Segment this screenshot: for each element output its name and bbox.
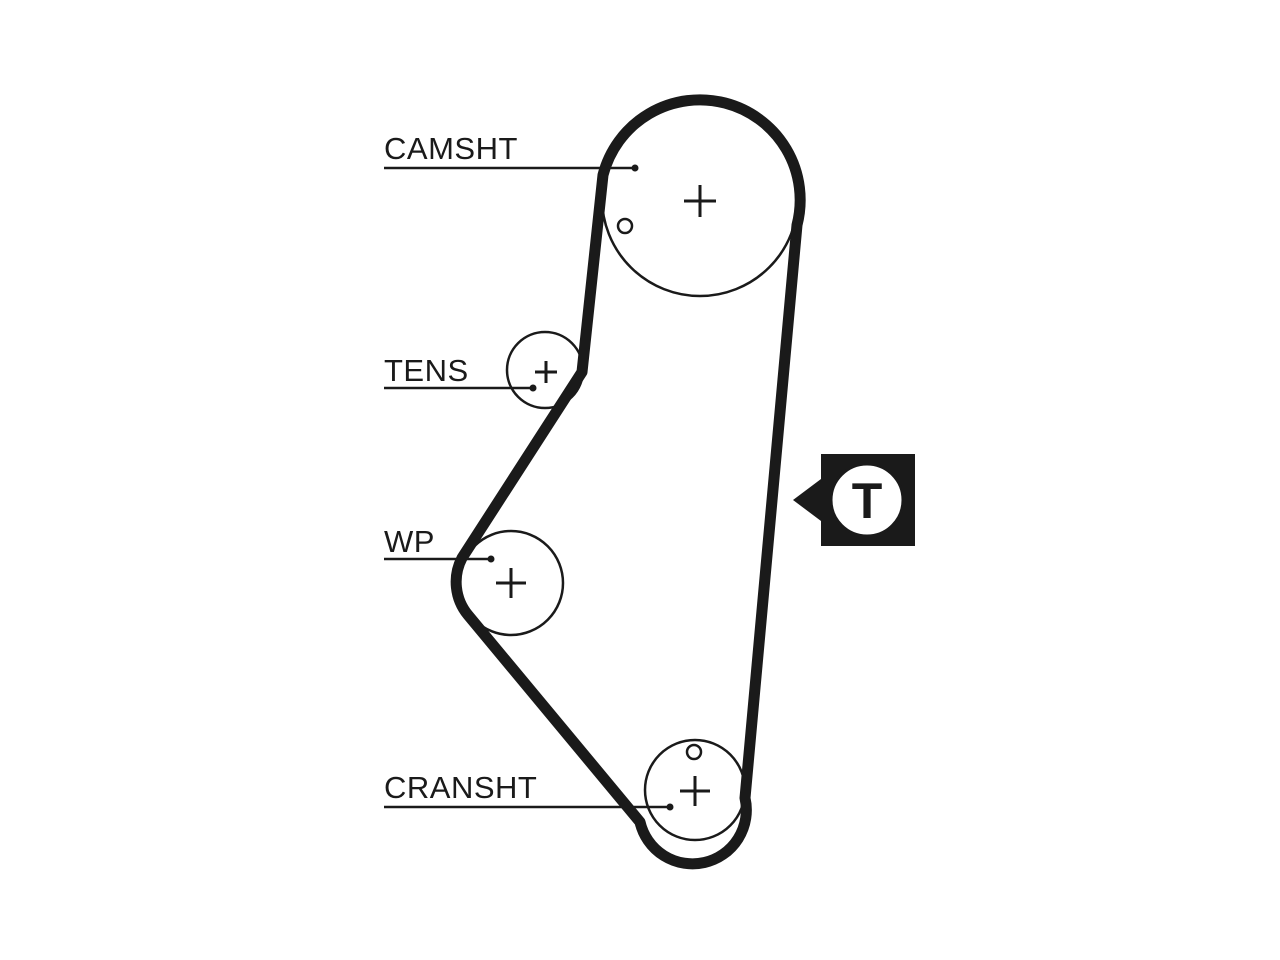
tensioner-leader-dot: [529, 384, 537, 392]
leader-dots: [487, 164, 674, 811]
crankshaft-label: CRANSHT: [384, 770, 537, 805]
water-pump-center-mark: [496, 568, 526, 598]
crankshaft-timing-mark: [685, 743, 703, 761]
tensioner-center-mark: [535, 361, 557, 383]
crankshaft-leader-dot: [666, 803, 674, 811]
water-pump-leader-dot: [487, 555, 495, 563]
center-marks: [496, 185, 716, 806]
camshaft-timing-mark: [616, 217, 634, 235]
tension-marker-letter: T: [852, 473, 883, 529]
water-pump-label: WP: [384, 524, 435, 559]
tensioner-label: TENS: [384, 353, 469, 388]
timing-marks: [616, 217, 703, 761]
leader-lines: [384, 166, 670, 809]
tension-marker: T: [793, 454, 915, 546]
crankshaft-center-mark: [680, 776, 710, 806]
camshaft-center-mark: [684, 185, 716, 217]
tension-marker-arrow: [793, 476, 825, 524]
tension-marker-circle: [829, 462, 905, 538]
camshaft-label: CAMSHT: [384, 131, 518, 166]
camshaft-leader-dot: [631, 164, 639, 172]
timing-belt: [450, 94, 806, 870]
